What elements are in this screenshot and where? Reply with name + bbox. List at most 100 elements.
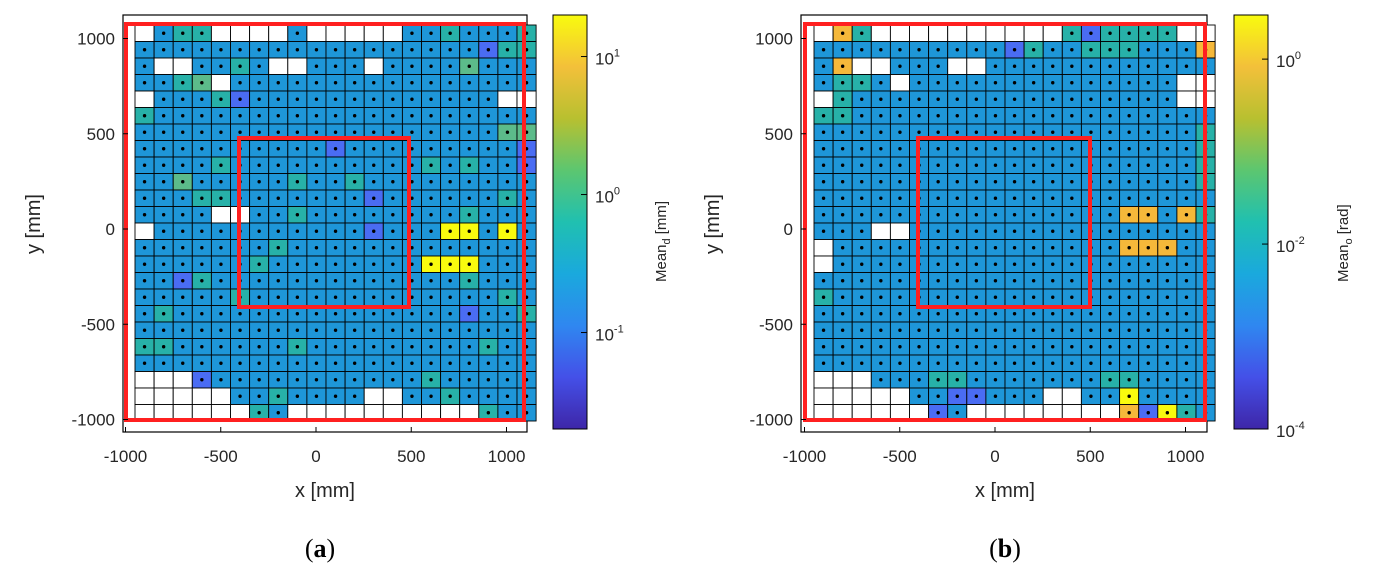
sample-point bbox=[1108, 328, 1112, 332]
sample-point bbox=[257, 97, 261, 101]
sample-point bbox=[257, 81, 261, 85]
sample-point bbox=[200, 163, 204, 167]
sample-point bbox=[429, 81, 433, 85]
sample-point bbox=[181, 81, 185, 85]
sample-point bbox=[840, 163, 845, 167]
sample-point bbox=[257, 147, 261, 151]
sample-point bbox=[219, 64, 223, 68]
sample-point bbox=[276, 312, 280, 316]
sample-point bbox=[936, 81, 940, 85]
sample-point bbox=[936, 48, 940, 52]
sample-point bbox=[1051, 378, 1055, 382]
sample-point bbox=[448, 328, 452, 332]
sample-point bbox=[352, 361, 357, 365]
sample-point bbox=[295, 147, 300, 151]
colorbar-label-main-a: Mean bbox=[653, 244, 670, 282]
sample-point bbox=[295, 213, 300, 217]
sample-point bbox=[1165, 345, 1170, 349]
sample-point bbox=[1108, 246, 1112, 250]
sample-point bbox=[1127, 81, 1131, 85]
sample-point bbox=[181, 130, 185, 134]
sample-point bbox=[276, 130, 280, 134]
sample-point bbox=[448, 97, 452, 101]
sample-point bbox=[372, 312, 376, 316]
sample-point bbox=[467, 196, 471, 200]
sample-point bbox=[333, 328, 338, 332]
sample-point bbox=[429, 246, 433, 250]
sample-point bbox=[295, 180, 300, 184]
sample-point bbox=[898, 180, 902, 184]
sample-point bbox=[505, 361, 510, 365]
sample-point bbox=[486, 246, 491, 250]
sample-point bbox=[821, 213, 826, 217]
heatmap-cell bbox=[832, 387, 853, 405]
sample-point bbox=[879, 345, 883, 349]
sample-point bbox=[974, 345, 979, 349]
heatmap-cell bbox=[306, 24, 327, 42]
sample-point bbox=[257, 246, 261, 250]
sample-point bbox=[333, 163, 338, 167]
sample-point bbox=[467, 130, 471, 134]
sample-point bbox=[1051, 130, 1055, 134]
sample-point bbox=[1146, 378, 1150, 382]
sample-point bbox=[429, 196, 433, 200]
sample-point bbox=[238, 48, 242, 52]
sample-point bbox=[1184, 295, 1189, 299]
sample-point bbox=[1051, 81, 1055, 85]
sample-point bbox=[821, 279, 826, 283]
sample-point bbox=[917, 97, 921, 101]
sample-point bbox=[1031, 64, 1036, 68]
sample-point bbox=[1031, 361, 1036, 365]
sample-point bbox=[352, 114, 357, 118]
sample-point bbox=[993, 279, 998, 283]
sample-point bbox=[372, 279, 376, 283]
sample-point bbox=[257, 213, 261, 217]
sample-point bbox=[295, 196, 300, 200]
sample-point bbox=[505, 394, 510, 398]
sample-point bbox=[219, 147, 223, 151]
heatmap-cell bbox=[134, 387, 155, 405]
sample-point bbox=[1031, 196, 1036, 200]
sample-point bbox=[1031, 312, 1036, 316]
heatmap-cell bbox=[813, 371, 834, 389]
heatmap-cell bbox=[870, 222, 891, 240]
sample-point bbox=[333, 180, 338, 184]
sample-point bbox=[410, 279, 414, 283]
sample-point bbox=[1070, 262, 1074, 266]
sample-point bbox=[1108, 279, 1112, 283]
sample-point bbox=[974, 48, 979, 52]
sample-point bbox=[936, 229, 940, 233]
sample-point bbox=[161, 361, 166, 365]
sample-point bbox=[1184, 163, 1189, 167]
sample-point bbox=[429, 378, 433, 382]
sample-point bbox=[448, 81, 452, 85]
sample-point bbox=[352, 196, 357, 200]
sample-point bbox=[974, 378, 979, 382]
sample-point bbox=[1089, 130, 1093, 134]
sample-point bbox=[1031, 97, 1036, 101]
sample-point bbox=[314, 147, 319, 151]
sample-point bbox=[860, 163, 864, 167]
sample-point bbox=[1031, 328, 1036, 332]
sample-point bbox=[181, 163, 185, 167]
sample-point bbox=[1012, 163, 1017, 167]
sample-point bbox=[352, 180, 357, 184]
sample-point bbox=[161, 229, 166, 233]
sample-point bbox=[276, 81, 280, 85]
sample-point bbox=[1012, 328, 1017, 332]
sample-point bbox=[1070, 180, 1074, 184]
sample-point bbox=[486, 345, 491, 349]
sample-point bbox=[917, 394, 921, 398]
sample-point bbox=[936, 345, 940, 349]
sample-point bbox=[1051, 97, 1055, 101]
sample-point bbox=[1146, 114, 1150, 118]
sample-point bbox=[1127, 180, 1131, 184]
sample-point bbox=[1089, 48, 1093, 52]
sample-point bbox=[391, 279, 395, 283]
sample-point bbox=[1184, 262, 1189, 266]
sample-point bbox=[1146, 262, 1150, 266]
sample-point bbox=[505, 64, 510, 68]
heatmap-cell bbox=[287, 57, 308, 75]
sample-point bbox=[429, 180, 433, 184]
